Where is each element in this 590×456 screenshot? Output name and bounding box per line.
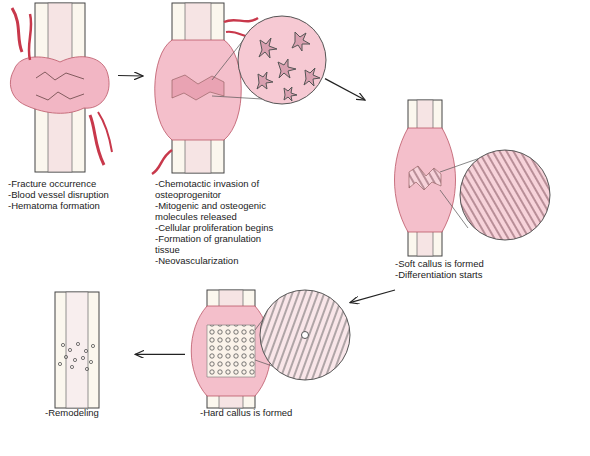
- stage-arrow: [135, 354, 185, 355]
- stage-step: -Fracture occurrence: [8, 178, 116, 189]
- stage-step: -Remodeling: [45, 407, 133, 418]
- stage-notes: -Hard callus is formed: [200, 407, 340, 418]
- stage-arrow: [350, 290, 395, 303]
- stage-notes: -Chemotactic invasion of osteoprogenitor…: [155, 178, 277, 266]
- healing-stage: -Fracture occurrence-Blood vessel disrup…: [0, 0, 118, 222]
- stage-step: -Differentiation starts: [395, 269, 535, 280]
- stage-step: -Mitogenic and osteogenic molecules rele…: [155, 200, 277, 222]
- stage-notes: -Remodeling: [45, 407, 133, 418]
- stage-step: -Soft callus is formed: [395, 258, 535, 269]
- healing-stage: -Chemotactic invasion of osteoprogenitor…: [143, 0, 325, 262]
- stage-one-bone: [10, 3, 112, 172]
- healing-stage: -Soft callus is formed-Differentiation s…: [355, 100, 555, 290]
- stage-step: -Hematoma formation: [8, 200, 116, 211]
- stage-three-bone: [395, 100, 551, 256]
- stage-step: -Formation of granulation tissue: [155, 233, 277, 255]
- stage-notes: -Soft callus is formed-Differentiation s…: [395, 258, 535, 280]
- stage-step: -Chemotactic invasion of osteoprogenitor: [155, 178, 277, 200]
- stage-notes: -Fracture occurrence-Blood vessel disrup…: [8, 178, 116, 211]
- stage-step: -Hard callus is formed: [200, 407, 340, 418]
- stage-arrow: [325, 79, 365, 100]
- healing-stage: -Hard callus is formed: [185, 290, 350, 430]
- stage-five-bone: [55, 292, 99, 408]
- stage-step: -Neovascularization: [155, 255, 277, 266]
- stage-step: -Cellular proliferation begins: [155, 222, 277, 233]
- stage-step: -Blood vessel disruption: [8, 189, 116, 200]
- healing-stage: -Remodeling: [20, 290, 135, 430]
- stage-four-bone: [191, 290, 350, 408]
- stage-two-bone: [152, 3, 326, 174]
- stage-arrow: [118, 75, 143, 77]
